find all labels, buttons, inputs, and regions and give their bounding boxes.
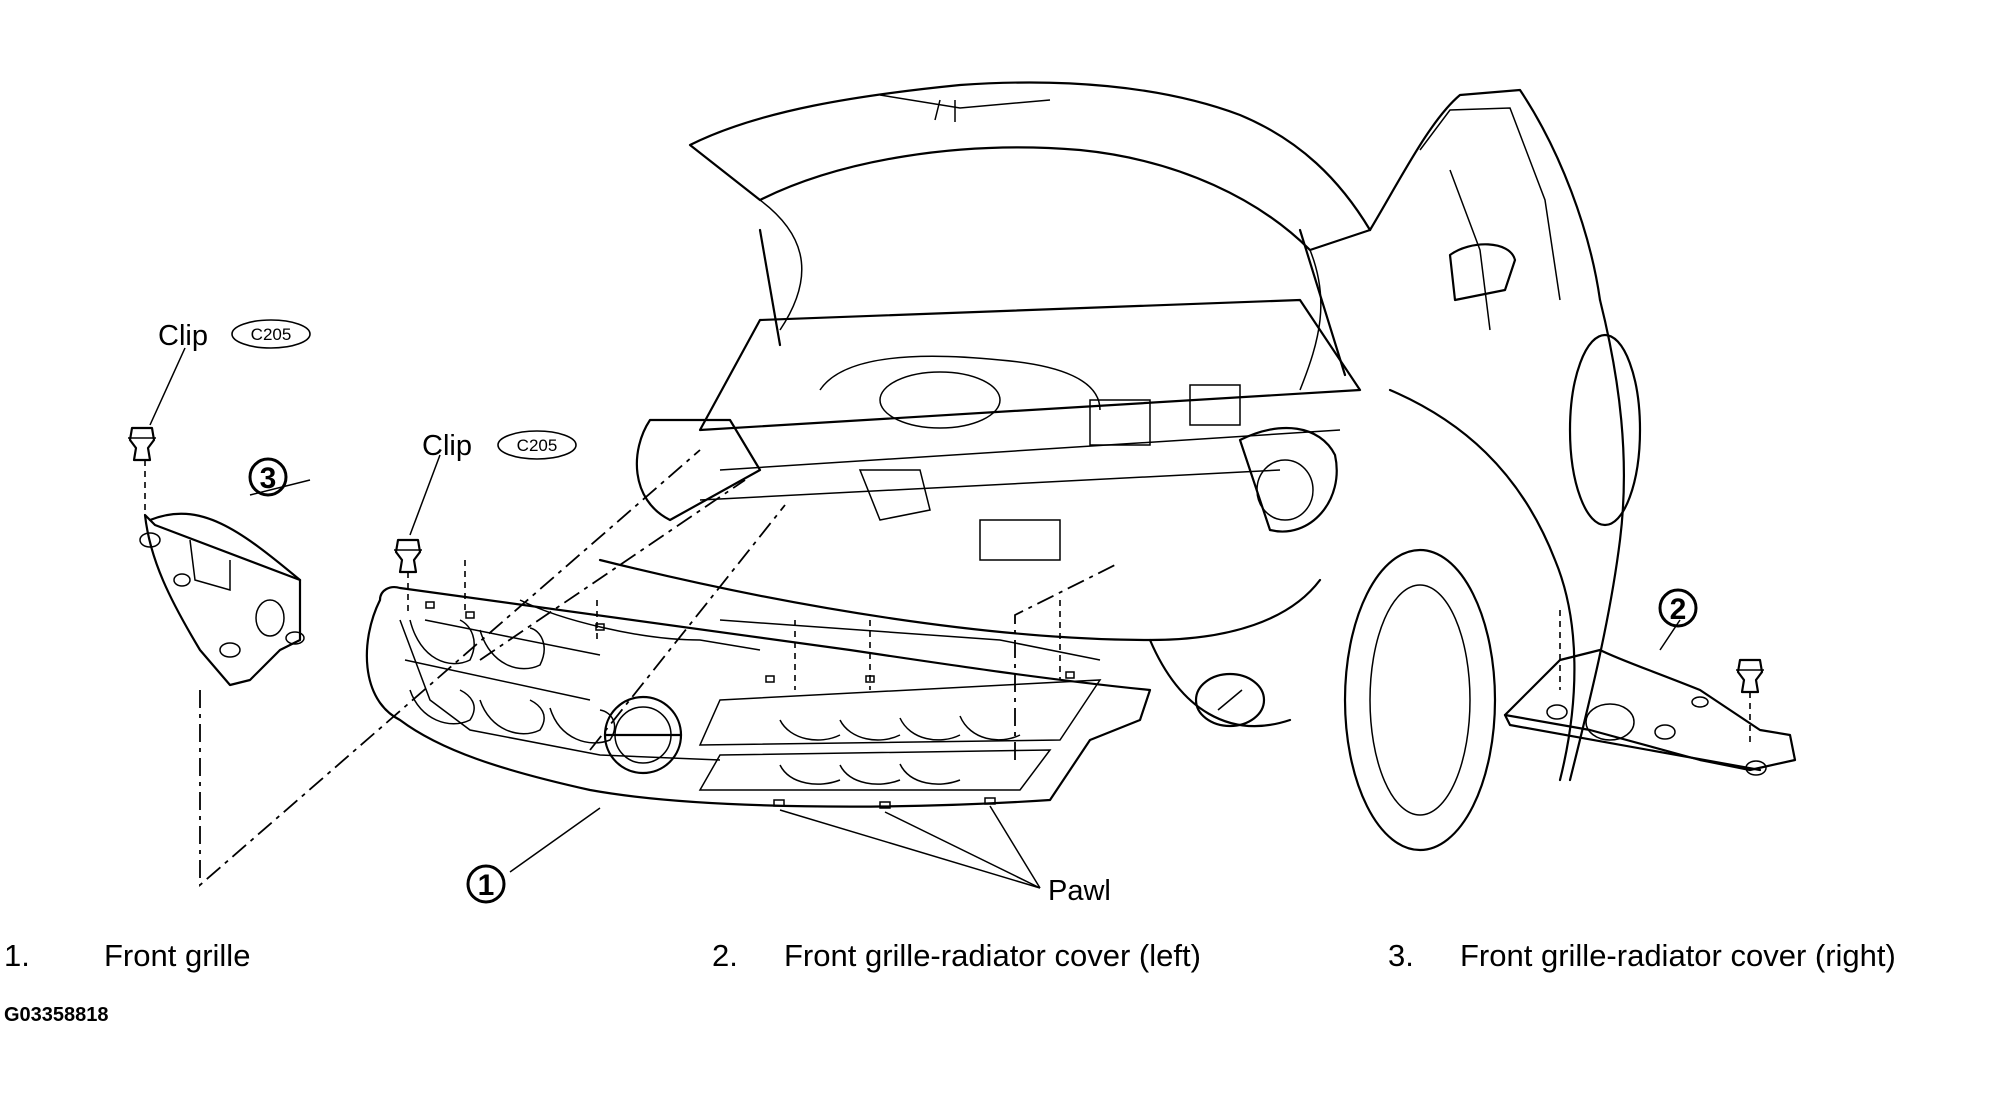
svg-text:2: 2	[1670, 593, 1687, 626]
part-marker-3: 3	[248, 457, 288, 497]
svg-text:1: 1	[478, 869, 495, 902]
center-clip-part	[394, 538, 422, 574]
clip-code-left: C205	[251, 325, 292, 344]
vehicle-outline	[598, 81, 1642, 852]
legend-item-2: 2. Front grille-radiator cover (left)	[712, 938, 1201, 974]
clip-label-center: Clip	[422, 430, 472, 462]
figure-id: G03358818	[4, 1004, 109, 1026]
part-marker-2: 2	[1658, 588, 1698, 628]
clip-code-center: C205	[517, 436, 558, 455]
legend-number: 1.	[4, 938, 30, 973]
clip-code-badge-left: C205	[231, 319, 311, 349]
clip-label-left: Clip	[158, 320, 208, 352]
radiator-cover-right-part	[128, 426, 305, 687]
pawl-label: Pawl	[1048, 875, 1111, 907]
front-grille-part	[365, 586, 1152, 809]
legend-text: Front grille	[104, 938, 251, 973]
legend-item-3: 3. Front grille-radiator cover (right)	[1388, 938, 1896, 974]
alignment-lines	[144, 347, 1751, 889]
radiator-cover-left-part	[1503, 648, 1797, 776]
legend-item-1: 1. Front grille	[4, 938, 250, 974]
legend-text: Front grille-radiator cover (right)	[1460, 938, 1896, 973]
clip-code-badge-center: C205	[497, 430, 577, 460]
legend-text: Front grille-radiator cover (left)	[784, 938, 1201, 973]
legend-number: 3.	[1388, 938, 1414, 973]
legend-number: 2.	[712, 938, 738, 973]
open-hood	[688, 81, 1372, 252]
part-marker-1: 1	[466, 864, 506, 904]
svg-text:3: 3	[260, 462, 277, 495]
